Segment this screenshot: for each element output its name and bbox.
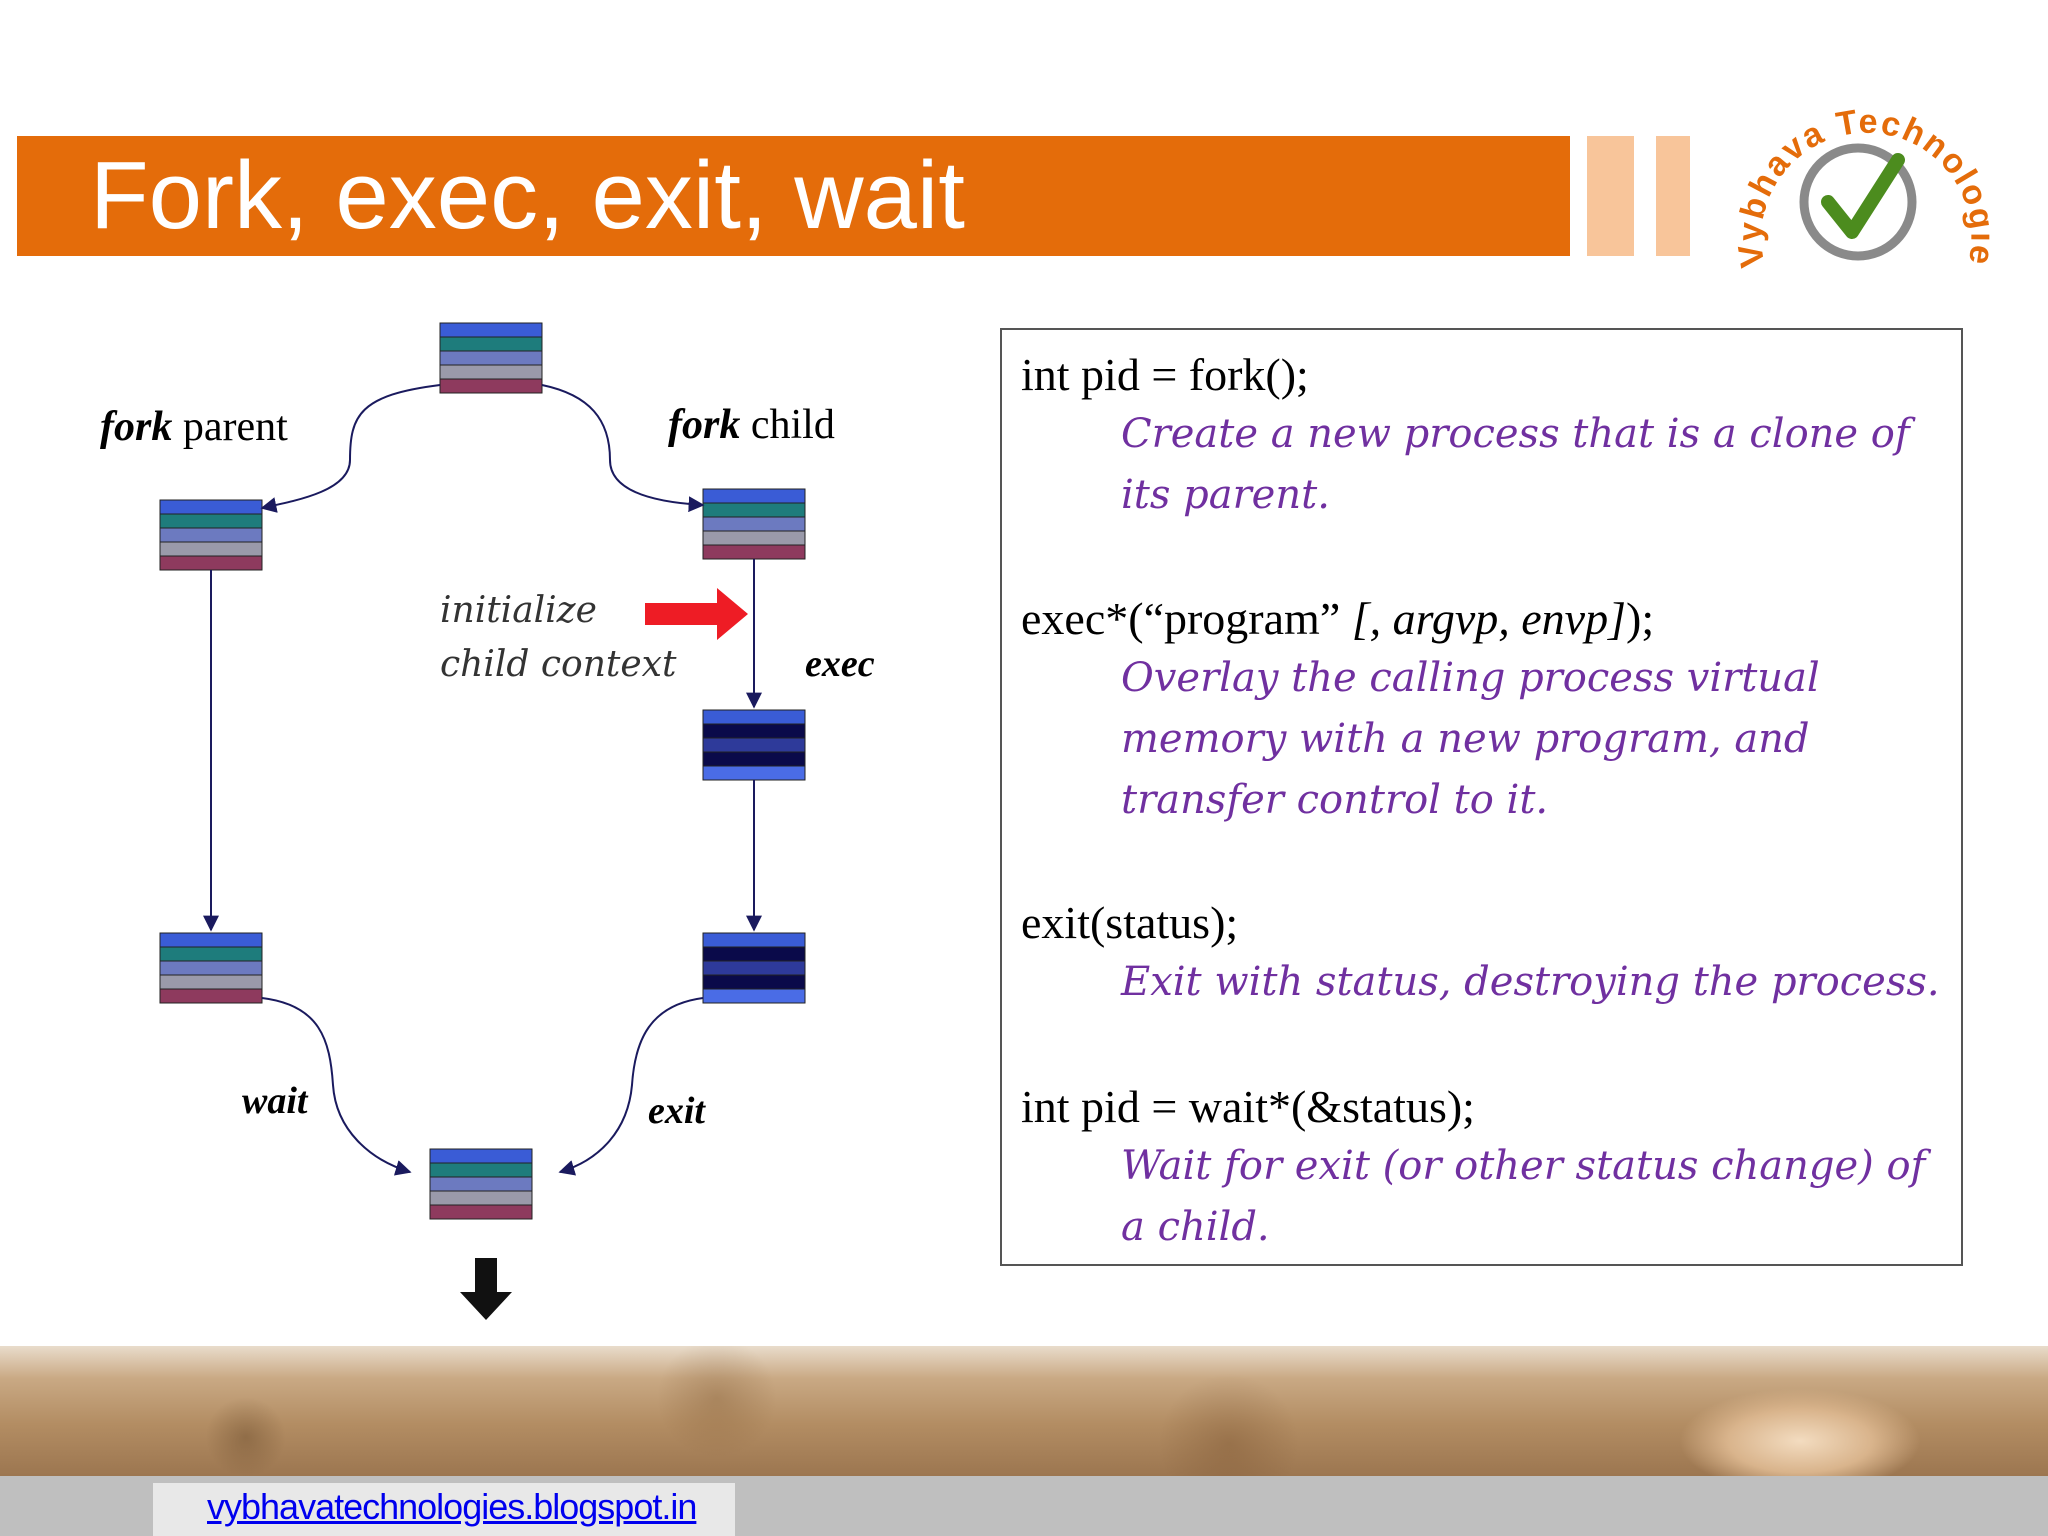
exit-label: exit <box>648 1090 706 1132</box>
child-context-label: child context <box>440 644 677 685</box>
logo-ring <box>1799 143 1917 261</box>
process-stack-exec <box>702 709 806 781</box>
wait-description-line: Wait for exit (or other status change) o… <box>1121 1143 1926 1189</box>
exec-description-line: memory with a new program, and <box>1121 716 1810 762</box>
fork-description-line: its parent. <box>1121 472 1330 518</box>
down-arrow-icon <box>460 1258 512 1320</box>
fork-child-label: fork child <box>668 402 835 448</box>
exit-call: exit(status); <box>1021 897 1239 948</box>
logo-text: Vybhava Technologies <box>1720 60 1990 270</box>
exit-arrow <box>558 997 704 1176</box>
process-stack-final <box>429 1148 533 1220</box>
vybhava-logo: Vybhava Technologies <box>1720 60 1990 270</box>
fork-call: int pid = fork(); <box>1021 349 1309 400</box>
blog-link[interactable]: vybhavatechnologies.blogspot.in <box>207 1486 697 1527</box>
title-bar: Fork, exec, exit, wait <box>17 136 1570 256</box>
fork-parent-label: fork parent <box>100 404 288 450</box>
checkmark-icon <box>1821 153 1905 239</box>
fork-child-arrow <box>541 384 705 513</box>
process-stack-child <box>702 488 806 560</box>
red-right-arrow-icon <box>645 588 748 640</box>
wait-call: int pid = wait*(&status); <box>1021 1081 1475 1132</box>
process-diagram: fork parent fork child initialize child … <box>100 322 875 1320</box>
title-decoration-bar <box>1587 136 1634 256</box>
fork-parent-arrow <box>260 384 441 513</box>
process-stack-parent-waiting <box>159 932 263 1004</box>
initialize-label: initialize <box>440 590 597 631</box>
slide-title: Fork, exec, exit, wait <box>90 142 965 249</box>
exec-description-line: Overlay the calling process virtual <box>1121 655 1820 701</box>
process-stack-exit <box>702 932 806 1004</box>
wait-label: wait <box>242 1080 309 1122</box>
exec-call: exec*(“program” [, argvp, envp]); <box>1021 593 1655 644</box>
fork-description-line: Create a new process that is a clone of <box>1121 411 1910 457</box>
process-stack-parent <box>159 499 263 571</box>
title-decoration-bar <box>1656 136 1690 256</box>
process-stack-initial <box>439 322 543 394</box>
wait-description-line: a child. <box>1121 1204 1270 1250</box>
exec-description-line: transfer control to it. <box>1121 777 1549 823</box>
exec-label: exec <box>805 643 875 685</box>
footer-link-box <box>153 1483 735 1536</box>
exit-description-line: Exit with status, destroying the process… <box>1121 959 1940 1005</box>
sand-background-strip <box>0 1346 2048 1476</box>
wait-arrow <box>261 997 412 1176</box>
system-call-box: int pid = fork(); Create a new process t… <box>1000 328 1963 1266</box>
